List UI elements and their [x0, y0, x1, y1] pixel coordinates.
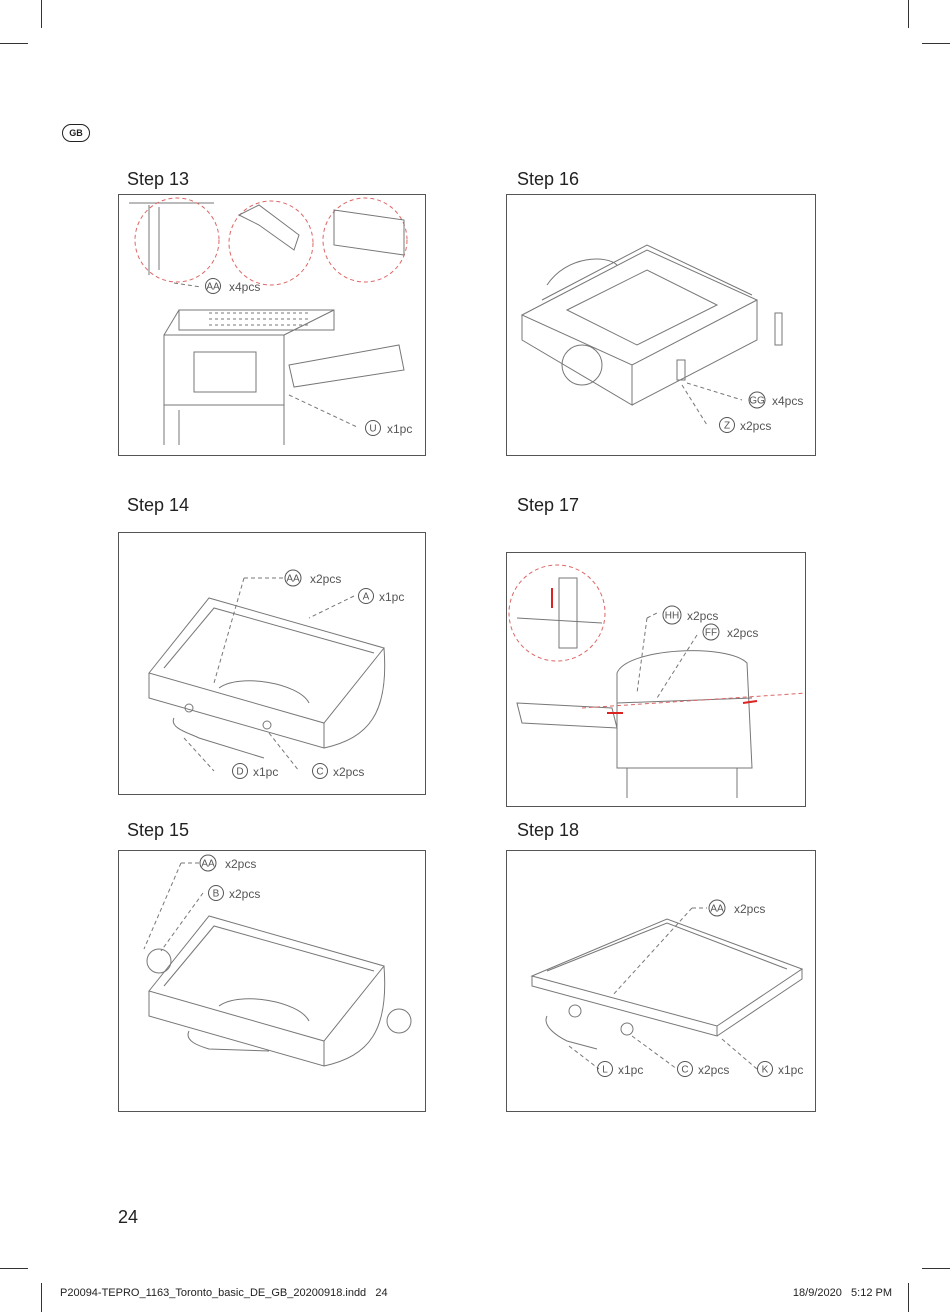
- svg-text:B: B: [213, 889, 220, 900]
- svg-text:x4pcs: x4pcs: [229, 280, 260, 294]
- svg-text:AA: AA: [710, 904, 724, 915]
- svg-text:C: C: [316, 767, 323, 778]
- svg-text:HH: HH: [665, 611, 679, 622]
- step-title: Step 18: [517, 820, 580, 840]
- svg-text:x1pc: x1pc: [387, 422, 412, 436]
- svg-text:D: D: [236, 767, 243, 778]
- svg-text:x2pcs: x2pcs: [333, 765, 364, 779]
- callout-aa: AA x4pcs: [205, 278, 260, 294]
- svg-text:x2pcs: x2pcs: [310, 572, 341, 586]
- callout-k: K x1pc: [757, 1061, 803, 1077]
- callout-ff: FF x2pcs: [702, 623, 758, 641]
- step-14-diagram: AA x2pcs A x1pc D x1pc C x2pcs: [118, 532, 426, 795]
- step-16-diagram: GG x4pcs Z x2pcs: [506, 194, 816, 456]
- crop-mark: [41, 0, 42, 28]
- svg-text:x1pc: x1pc: [379, 590, 404, 604]
- svg-text:FF: FF: [705, 628, 717, 639]
- step-17-diagram: HH x2pcs FF x2pcs: [506, 552, 806, 807]
- callout-d: D x1pc: [232, 763, 278, 779]
- step-title: Step 14: [127, 495, 190, 515]
- svg-text:L: L: [602, 1065, 608, 1076]
- callout-aa: AA x2pcs: [708, 899, 765, 917]
- language-badge: GB: [62, 124, 90, 142]
- svg-text:x1pc: x1pc: [253, 765, 278, 779]
- svg-text:x2pcs: x2pcs: [229, 887, 260, 901]
- crop-mark: [908, 0, 909, 28]
- step-title: Step 17: [517, 495, 580, 515]
- svg-text:x4pcs: x4pcs: [772, 394, 803, 408]
- svg-text:x1pc: x1pc: [778, 1063, 803, 1077]
- svg-text:x2pcs: x2pcs: [727, 626, 758, 640]
- svg-text:A: A: [363, 592, 370, 603]
- callout-hh: HH x2pcs: [662, 605, 718, 625]
- step-13-diagram: AA x4pcs U x1pc: [118, 194, 426, 456]
- callout-aa: AA x2pcs: [199, 854, 256, 872]
- step-title: Step 13: [127, 169, 190, 189]
- callout-c: C x2pcs: [677, 1061, 729, 1077]
- step-18-diagram: AA x2pcs L x1pc C x2pcs K x1pc: [506, 850, 816, 1112]
- callout-z: Z x2pcs: [719, 417, 771, 433]
- svg-text:AA: AA: [206, 282, 220, 293]
- svg-text:U: U: [369, 424, 376, 435]
- crop-mark: [922, 1268, 950, 1269]
- crop-mark: [0, 43, 28, 44]
- svg-text:x2pcs: x2pcs: [698, 1063, 729, 1077]
- svg-text:AA: AA: [286, 574, 300, 585]
- svg-text:x2pcs: x2pcs: [687, 609, 718, 623]
- callout-a: A x1pc: [358, 588, 404, 604]
- callout-gg: GG x4pcs: [748, 391, 803, 409]
- svg-text:Z: Z: [724, 421, 730, 432]
- svg-text:GG: GG: [749, 396, 765, 407]
- callout-l: L x1pc: [597, 1061, 643, 1077]
- svg-text:x1pc: x1pc: [618, 1063, 643, 1077]
- footer-filename: P20094-TEPRO_1163_Toronto_basic_DE_GB_20…: [60, 1287, 388, 1299]
- step-15-diagram: AA x2pcs B x2pcs: [118, 850, 426, 1112]
- crop-mark: [0, 1268, 28, 1269]
- crop-mark: [908, 1283, 909, 1312]
- callout-c: C x2pcs: [312, 763, 364, 779]
- step-title: Step 16: [517, 169, 580, 189]
- callout-u: U x1pc: [365, 420, 412, 436]
- svg-text:x2pcs: x2pcs: [734, 902, 765, 916]
- svg-text:C: C: [681, 1065, 688, 1076]
- crop-mark: [41, 1283, 42, 1312]
- svg-text:K: K: [762, 1065, 769, 1076]
- svg-text:x2pcs: x2pcs: [225, 857, 256, 871]
- callout-aa: AA x2pcs: [284, 569, 341, 587]
- page-number: 24: [118, 1207, 139, 1227]
- footer-timestamp: 18/9/2020 5:12 PM: [792, 1287, 892, 1299]
- svg-text:AA: AA: [201, 859, 215, 870]
- crop-mark: [922, 43, 950, 44]
- callout-b: B x2pcs: [208, 885, 260, 901]
- step-title: Step 15: [127, 820, 190, 840]
- svg-text:x2pcs: x2pcs: [740, 419, 771, 433]
